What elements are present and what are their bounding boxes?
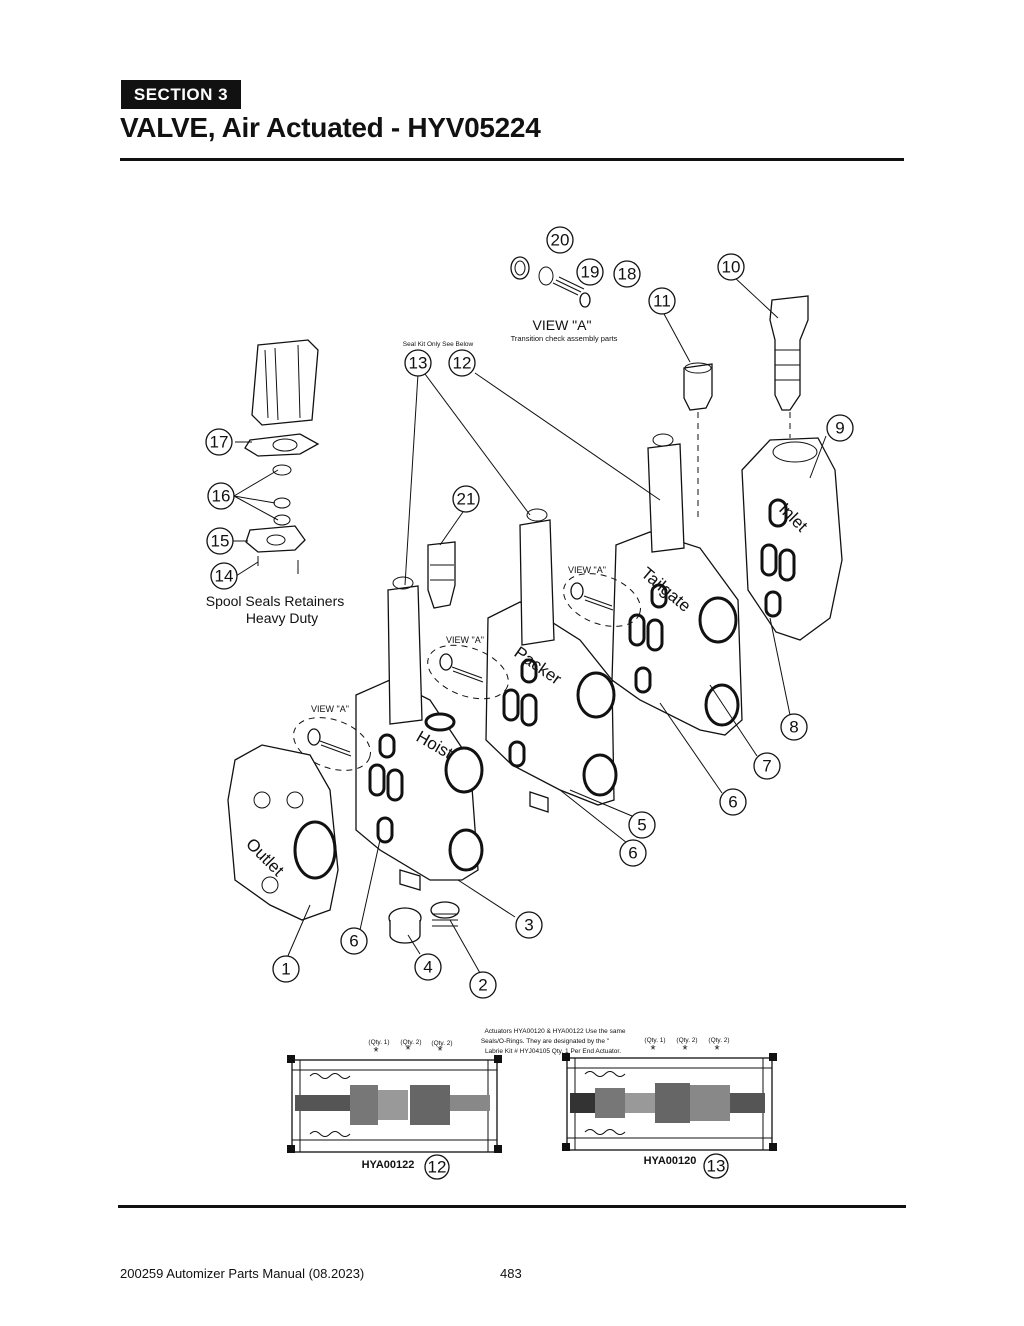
view-a-title: VIEW "A"	[533, 317, 592, 333]
view-a-label-2: VIEW "A"	[446, 635, 484, 645]
view-a-packer: VIEW "A"	[427, 635, 509, 700]
callout-6-packer: 6	[619, 839, 647, 867]
header-divider	[120, 158, 904, 161]
callout-5: 5	[628, 811, 656, 839]
actuator-note-1: Actuators HYA00120 & HYA00122 Use the sa…	[484, 1028, 625, 1035]
callout-19: 19	[576, 258, 604, 286]
svg-text:2: 2	[478, 976, 487, 995]
relief-valve-10	[769, 295, 809, 438]
svg-text:(Qty. 2): (Qty. 2)	[400, 1039, 421, 1046]
hya00122-callout: 12	[428, 1158, 447, 1177]
svg-text:(Qty. 1): (Qty. 1)	[368, 1039, 389, 1046]
svg-text:*: *	[682, 1042, 687, 1057]
actuator-note-3: Labrie Kit # HYJ04105 Qty. 1 Per End Act…	[485, 1048, 621, 1055]
callout-2: 2	[469, 971, 497, 999]
svg-text:*: *	[405, 1042, 410, 1057]
leader-lines	[233, 275, 827, 974]
hya00122-label: HYA00122	[362, 1159, 415, 1171]
svg-text:21: 21	[457, 490, 476, 509]
callout-15: 15	[206, 527, 234, 555]
svg-text:*: *	[714, 1042, 719, 1057]
callout-17: 17	[205, 428, 233, 456]
spool-seal-retainer-stack	[244, 339, 320, 574]
actuator-hya00122: (Qty. 1) (Qty. 2) (Qty. 2) * * * HYA0012…	[287, 1039, 502, 1180]
section-badge: SECTION 3	[121, 80, 241, 109]
callout-7: 7	[753, 752, 781, 780]
svg-text:12: 12	[453, 354, 472, 373]
view-a-label-3: VIEW "A"	[568, 565, 606, 575]
svg-text:16: 16	[212, 487, 231, 506]
cartridge-21	[427, 541, 456, 609]
callout-1: 1	[272, 955, 300, 983]
actuator-note-2: Seals/O-Rings. They are designated by th…	[481, 1038, 610, 1045]
callout-10: 10	[717, 253, 745, 281]
svg-text:8: 8	[789, 718, 798, 737]
svg-text:3: 3	[524, 916, 533, 935]
plugs-2-4	[388, 901, 460, 944]
callout-13: 13	[404, 349, 432, 377]
actuator-hya00120: (Qty. 1) (Qty. 2) (Qty. 2) * * * HYA0012…	[562, 1037, 777, 1179]
svg-text:5: 5	[637, 816, 646, 835]
svg-text:6: 6	[728, 793, 737, 812]
callout-20: 20	[546, 226, 574, 254]
callout-3: 3	[515, 911, 543, 939]
callout-8: 8	[780, 713, 808, 741]
svg-text:11: 11	[653, 292, 671, 311]
view-a-label-1: VIEW "A"	[311, 704, 349, 714]
callout-14: 14	[210, 562, 238, 590]
svg-text:14: 14	[215, 567, 234, 586]
callout-9: 9	[826, 414, 854, 442]
hya00120-callout: 13	[707, 1157, 726, 1176]
svg-text:13: 13	[409, 354, 428, 373]
svg-text:10: 10	[722, 258, 741, 277]
callout-18: 18	[613, 260, 641, 288]
view-a-tailgate: VIEW "A"	[563, 565, 641, 627]
seal-kit-note: Seal Kit Only See Below	[403, 341, 474, 348]
outlet-section: Outlet	[227, 744, 339, 921]
svg-text:9: 9	[835, 419, 844, 438]
svg-text:1: 1	[281, 960, 290, 979]
svg-text:6: 6	[628, 844, 637, 863]
callout-11: 11	[648, 287, 676, 315]
footer-page-number: 483	[500, 1266, 522, 1281]
inlet-section: Inlet	[741, 437, 843, 641]
svg-text:20: 20	[551, 231, 570, 250]
callout-6-tailgate: 6	[719, 788, 747, 816]
svg-text:*: *	[437, 1043, 442, 1058]
page-title: VALVE, Air Actuated - HYV05224	[120, 112, 541, 143]
view-a-hoist: VIEW "A"	[293, 704, 371, 771]
svg-text:18: 18	[618, 265, 637, 284]
svg-text:7: 7	[762, 757, 771, 776]
view-a-check-assembly	[510, 256, 591, 308]
check-valve-11	[683, 362, 713, 520]
svg-text:(Qty. 2): (Qty. 2)	[676, 1037, 697, 1044]
svg-text:(Qty. 1): (Qty. 1)	[644, 1037, 665, 1044]
tailgate-section: Tailgate	[611, 433, 743, 736]
svg-text:(Qty. 2): (Qty. 2)	[708, 1037, 729, 1044]
svg-text:(Qty. 2): (Qty. 2)	[431, 1040, 452, 1047]
packer-section: Packer	[485, 508, 618, 813]
callout-6-hoist: 6	[340, 927, 368, 955]
svg-text:*: *	[373, 1044, 378, 1059]
footer-divider	[118, 1205, 906, 1208]
svg-text:19: 19	[581, 263, 600, 282]
svg-text:15: 15	[211, 532, 230, 551]
callout-21: 21	[452, 485, 480, 513]
spool-seals-label-2: Heavy Duty	[246, 610, 318, 626]
spool-seals-label-1: Spool Seals Retainers	[206, 593, 345, 609]
callout-4: 4	[414, 953, 442, 981]
callout-16: 16	[207, 482, 235, 510]
svg-text:4: 4	[423, 958, 432, 977]
hoist-section: Hoist	[355, 576, 484, 891]
callout-12: 12	[448, 349, 476, 377]
svg-text:17: 17	[210, 433, 229, 452]
view-a-subtitle: Transition check assembly parts	[511, 334, 618, 343]
svg-text:*: *	[650, 1042, 655, 1057]
svg-text:6: 6	[349, 932, 358, 951]
hya00120-label: HYA00120	[644, 1155, 697, 1167]
footer-manual-title: 200259 Automizer Parts Manual (08.2023)	[120, 1266, 365, 1281]
